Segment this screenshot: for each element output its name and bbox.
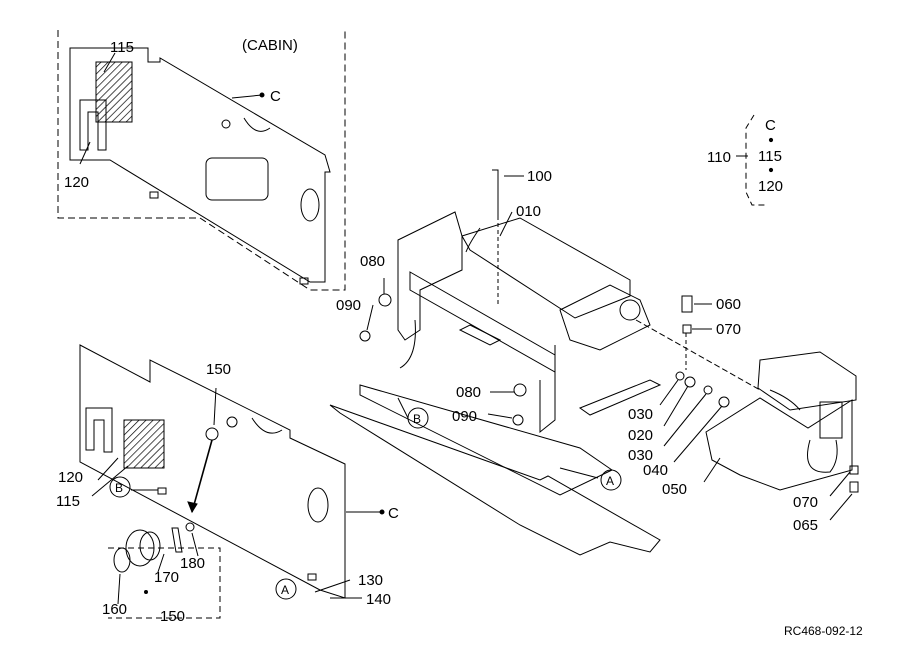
label-090-lower: 090 (452, 408, 477, 425)
fitting-060 (681, 295, 693, 313)
label-090-upper: 090 (336, 297, 361, 314)
center-tab (458, 324, 502, 346)
label-050: 050 (662, 481, 687, 498)
top-rail (461, 217, 631, 319)
lock-cam-170 (171, 527, 183, 553)
label-040: 040 (643, 462, 668, 479)
label-030-a: 030 (628, 406, 653, 423)
label-c-panel: C (388, 505, 399, 522)
cabin-oval-cutout (300, 188, 320, 222)
label-080-upper: 080 (360, 253, 385, 270)
bolt-090-lower (512, 414, 524, 426)
label-160: 160 (102, 601, 127, 618)
nut-070-lower (849, 465, 859, 475)
ref-a-frame: A (606, 474, 614, 488)
drawing-code: RC468-092-12 (784, 624, 863, 638)
label-070-lower: 070 (793, 494, 818, 511)
group-key-bracket (736, 114, 774, 206)
main-frame-010 (329, 169, 761, 556)
group-key-number: 110 (707, 149, 731, 166)
cabin-label: (CABIN) (242, 37, 298, 54)
side-panel-c (79, 344, 346, 599)
lock-screw-180 (185, 522, 195, 532)
ref-circle-b-frame (407, 407, 429, 429)
group-key-item-c: C (765, 117, 776, 134)
clip-120 (85, 407, 113, 453)
label-020: 020 (628, 427, 653, 444)
label-060: 060 (716, 296, 741, 313)
lock-cap-160 (113, 547, 131, 573)
cabin-inset (57, 30, 346, 291)
label-120-cabin: 120 (64, 174, 89, 191)
base-plate (329, 404, 661, 556)
label-150-lock: 150 (160, 608, 185, 625)
label-180: 180 (180, 555, 205, 572)
label-080-lower: 080 (456, 384, 481, 401)
washer-030-a (675, 371, 685, 381)
label-130: 130 (358, 572, 383, 589)
label-010: 010 (516, 203, 541, 220)
ref-circle-b-panel (109, 476, 131, 498)
cabin-window-cutout (205, 157, 269, 201)
lock-assembly (108, 427, 221, 619)
group-key-item-120: 120 (758, 178, 783, 195)
bracket-housing (819, 401, 843, 439)
bolt-065 (849, 481, 859, 493)
bushing-020 (684, 376, 696, 388)
washer-040 (718, 396, 730, 408)
bolt-100 (492, 169, 499, 216)
ref-circle-a-panel (275, 578, 297, 600)
label-140: 140 (366, 591, 391, 608)
label-115: 115 (56, 493, 80, 510)
ref-b-frame: B (413, 412, 421, 426)
label-065: 065 (793, 517, 818, 534)
lock-cylinder (125, 529, 155, 567)
cabin-side-panel (69, 47, 331, 283)
keyhole (226, 416, 238, 428)
ref-circle-a-frame (600, 469, 622, 491)
rotary-component (619, 299, 641, 321)
hatch-115 (123, 419, 165, 469)
cabin-clip-120 (79, 99, 107, 151)
label-170: 170 (154, 569, 179, 586)
label-070-upper: 070 (716, 321, 741, 338)
label-c-cabin: C (270, 88, 281, 105)
washer-030-b (703, 385, 713, 395)
ref-a-panel: A (281, 583, 289, 597)
cabin-hatch-115 (95, 61, 133, 123)
oval-cutout (307, 487, 329, 523)
nut-070-upper (682, 324, 692, 334)
cabin-keyhole (221, 119, 231, 129)
bolt-080-upper (378, 293, 392, 307)
bolt-080-lower (513, 383, 527, 397)
label-030-b: 030 (628, 447, 653, 464)
side-panel-lower (79, 344, 380, 599)
label-115-cabin: 115 (110, 39, 134, 56)
label-120: 120 (58, 469, 83, 486)
group-key-item-115: 115 (758, 148, 782, 165)
label-150-latch: 150 (206, 361, 231, 378)
bracket-assembly-050 (703, 351, 859, 521)
bolt-090-upper (359, 330, 371, 342)
lock-latch-150 (205, 427, 219, 441)
label-100: 100 (527, 168, 552, 185)
ref-b-panel: B (115, 481, 123, 495)
